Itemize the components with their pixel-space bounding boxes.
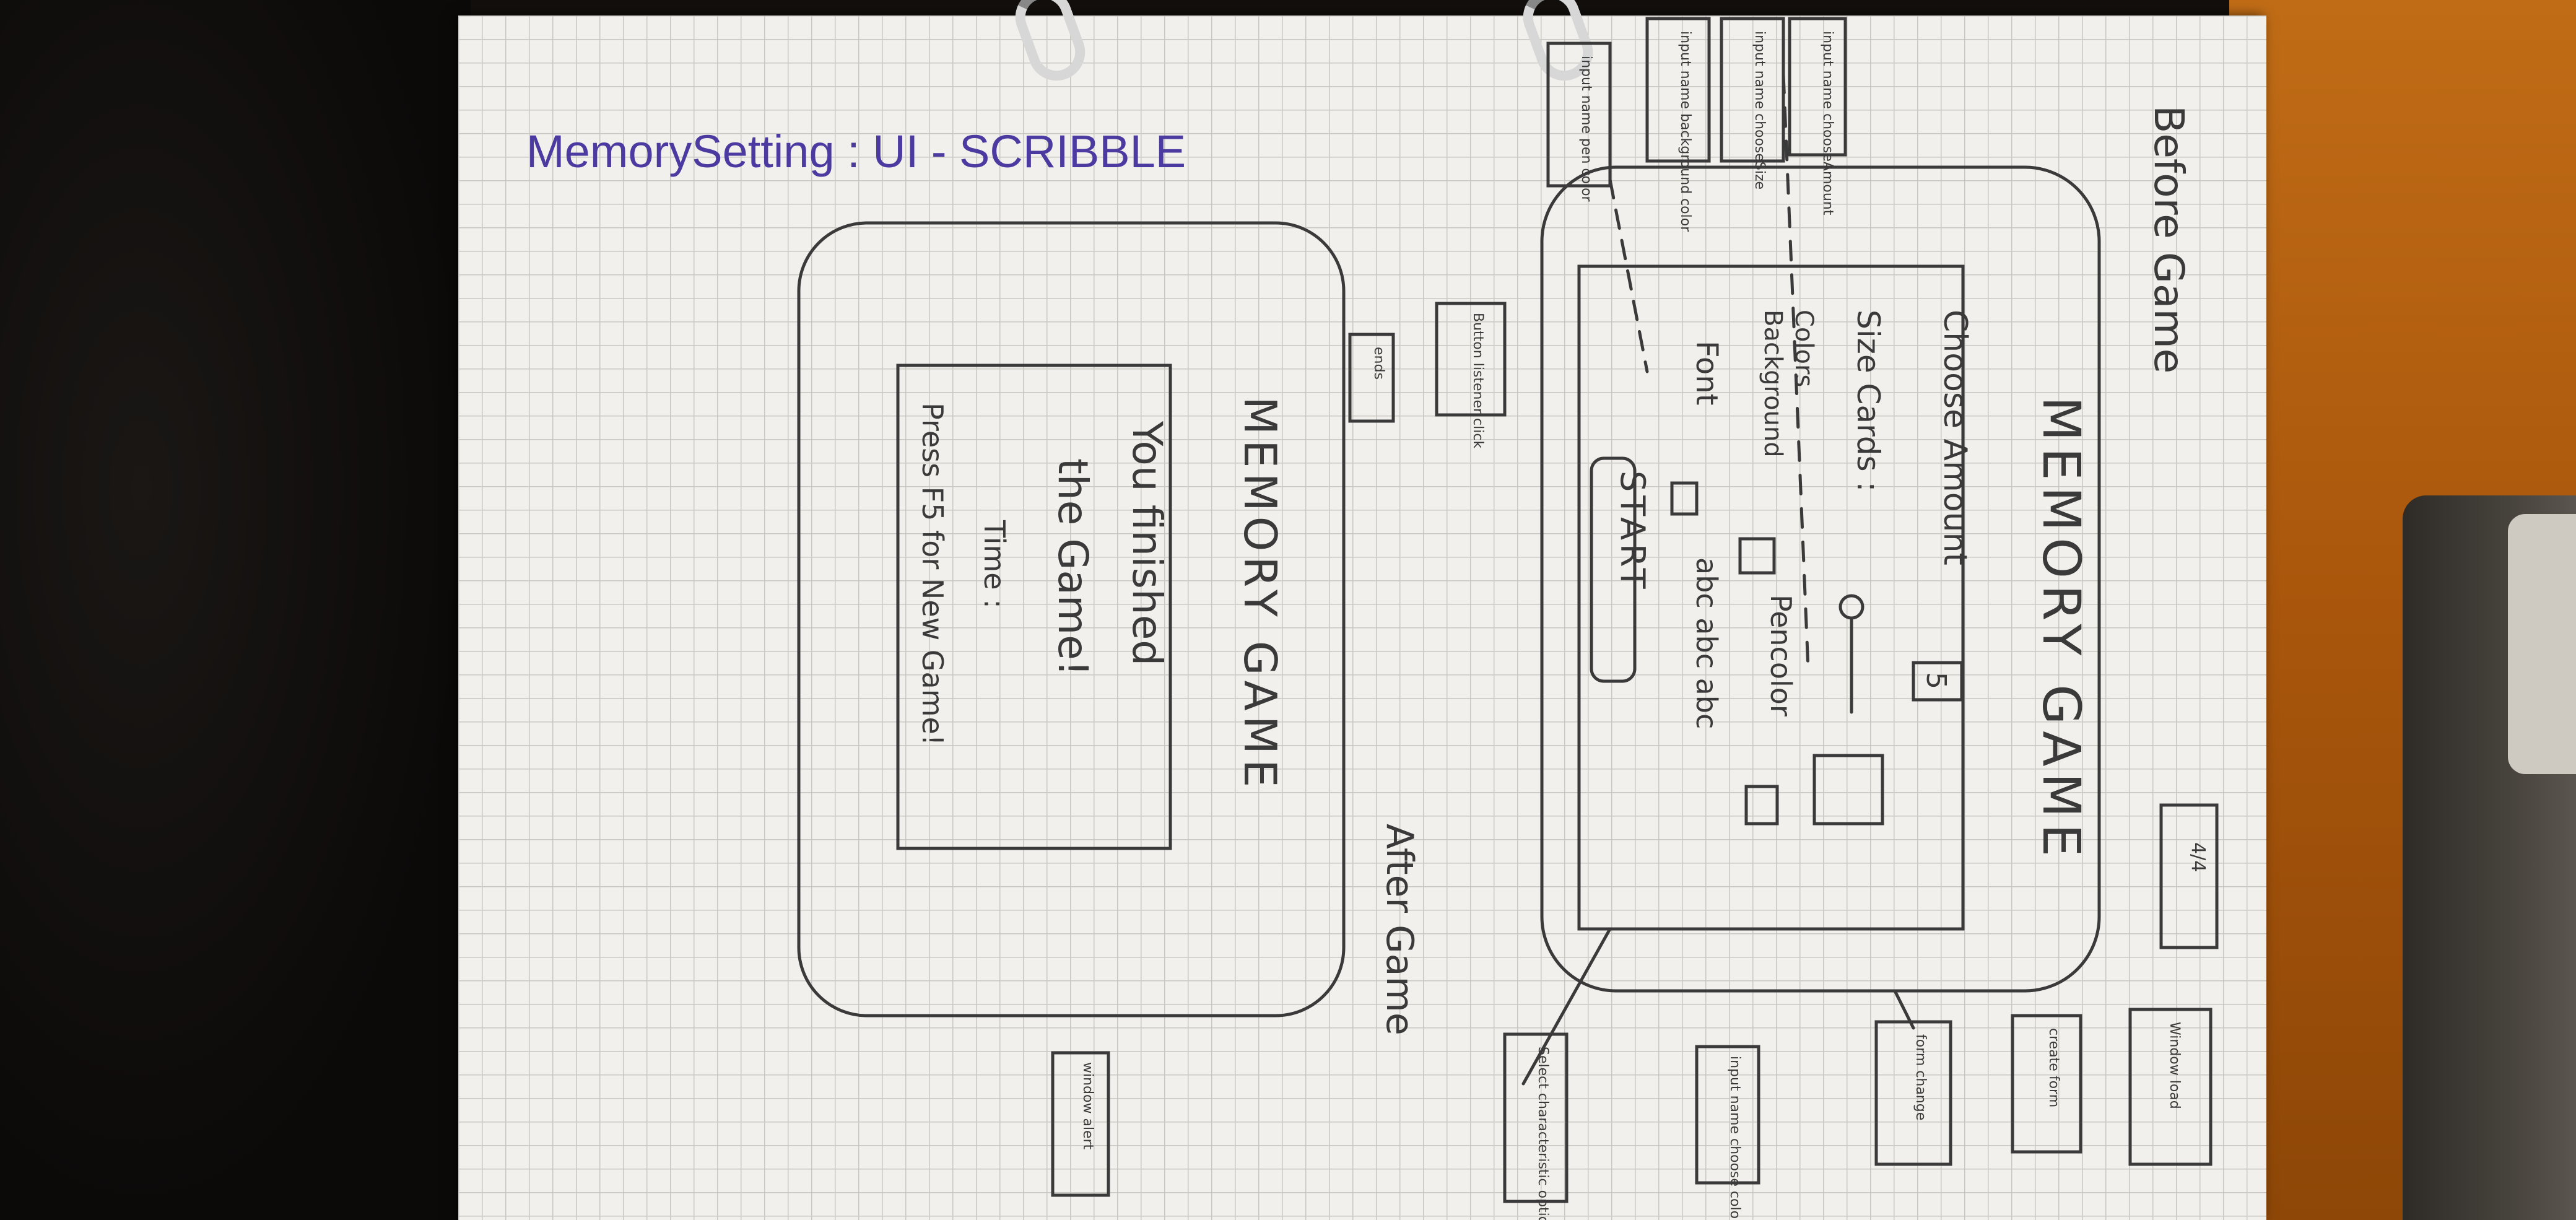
note-input-choose-size: input name chooseSize	[1752, 31, 1767, 190]
after-game-label: After Game	[1378, 824, 1421, 1035]
note-form-change: form change	[1913, 1034, 1928, 1120]
connector-line	[1608, 178, 1649, 373]
background-dark	[0, 0, 471, 1220]
note-box-pen	[1546, 41, 1612, 188]
laptop-edge	[2508, 514, 2576, 774]
amount-spinner-box	[1912, 661, 1964, 702]
note-box-amount	[1788, 17, 1847, 157]
font-label: Font	[1689, 341, 1724, 406]
note-input-pen-color: input name pen color	[1578, 56, 1594, 203]
pencolor-swatch-large	[1812, 754, 1884, 826]
connector-line	[1521, 927, 1612, 1086]
page-title: MemorySetting : UI - SCRIBBLE	[526, 126, 1186, 177]
note-select-options: Select characteristic options	[1535, 1047, 1551, 1220]
after-game-new-game-hint: Press F5 for New Game!	[916, 403, 949, 746]
note-create-form: create form	[2046, 1028, 2061, 1107]
after-game-message-box	[896, 364, 1172, 850]
font-swatch	[1670, 481, 1699, 516]
size-cards-label: Size Cards :	[1850, 310, 1886, 492]
note-box-4x4	[2159, 803, 2219, 949]
note-4x4: 4/4	[2187, 842, 2209, 872]
start-button-outline	[1590, 456, 1637, 683]
note-box-select-options	[1503, 1032, 1569, 1203]
before-game-label: Before Game	[2145, 105, 2193, 373]
note-box-bg	[1645, 17, 1711, 163]
before-game-window-frame	[1540, 165, 2101, 993]
note-input-choose-color: input name choose color	[1727, 1056, 1743, 1220]
note-box-window-alert	[1051, 1051, 1110, 1197]
note-box-form-change	[1874, 1020, 1952, 1166]
note-box-listener	[1435, 302, 1507, 417]
note-box-ends	[1348, 333, 1395, 423]
before-game-window-title: MEMORY GAME	[2031, 396, 2092, 863]
after-game-time-label: Time :	[978, 520, 1011, 609]
note-window-alert: window alert	[1080, 1062, 1095, 1150]
note-box-create-form	[2011, 1014, 2082, 1154]
note-input-choose-amount: input name chooseAmount	[1820, 31, 1835, 216]
font-samples: abc abc abc	[1690, 557, 1723, 729]
after-game-message-line2: the Game!	[1049, 458, 1097, 676]
pencolor-swatch-small	[1744, 785, 1779, 826]
connector-line	[1782, 72, 1810, 671]
pencolor-label: Pencolor	[1764, 595, 1798, 717]
choose-amount-label: Choose Amount	[1936, 310, 1973, 565]
after-game-window-title: MEMORY GAME	[1234, 396, 1286, 792]
after-game-message-line1: You finished	[1123, 420, 1171, 666]
start-button-label: START	[1613, 471, 1652, 593]
note-ends: ends	[1371, 347, 1386, 380]
amount-value: 5	[1920, 672, 1952, 689]
note-input-background-color: input name background color	[1677, 31, 1693, 232]
background-color-swatch	[1738, 537, 1776, 575]
note-button-listener: Button listener click	[1470, 313, 1486, 448]
note-window-load: Window load	[2167, 1022, 2182, 1109]
note-box-choose-color	[1695, 1045, 1760, 1185]
background-label: Background	[1759, 310, 1787, 458]
after-game-window-frame	[797, 221, 1346, 1017]
grid-paper-sheet	[458, 15, 2266, 1220]
colors-label: Colors	[1790, 310, 1818, 387]
before-game-panel	[1577, 264, 1965, 931]
connector-line	[1893, 989, 1915, 1030]
note-box-window-load	[2128, 1008, 2213, 1166]
